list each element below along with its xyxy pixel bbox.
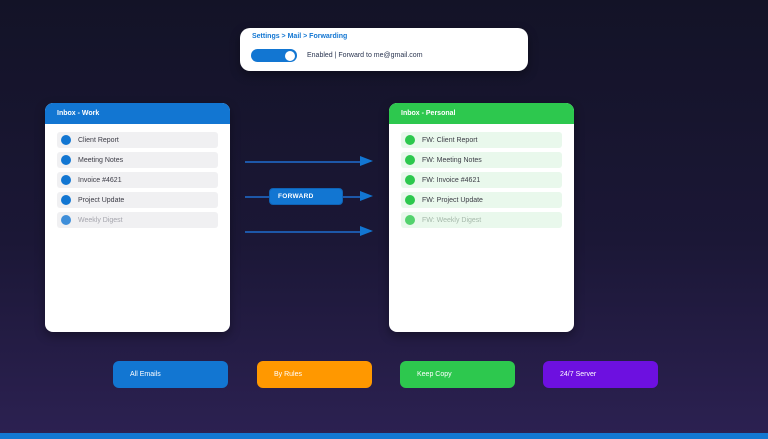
inbox-work-panel: Inbox - Work Client Report Meeting Notes… bbox=[45, 103, 230, 332]
unread-dot-icon bbox=[405, 215, 415, 225]
forward-label: FORWARD bbox=[269, 188, 343, 205]
inbox-personal-email-list: FW: Client Report FW: Meeting Notes FW: … bbox=[389, 124, 574, 228]
unread-dot-icon bbox=[61, 155, 71, 165]
arrow-line bbox=[245, 160, 361, 163]
inbox-work-title: Inbox - Work bbox=[57, 110, 100, 117]
email-row[interactable]: FW: Invoice #4621 bbox=[401, 172, 562, 188]
unread-dot-icon bbox=[61, 195, 71, 205]
unread-dot-icon bbox=[405, 175, 415, 185]
email-subject: Project Update bbox=[78, 196, 125, 204]
email-subject: Meeting Notes bbox=[78, 156, 124, 164]
forwarding-status-text: Enabled | Forward to me@gmail.com bbox=[307, 52, 423, 59]
email-row[interactable]: Project Update bbox=[57, 192, 218, 208]
email-subject: Weekly Digest bbox=[78, 216, 123, 224]
email-row[interactable]: Invoice #4621 bbox=[57, 172, 218, 188]
toggle-knob-icon bbox=[285, 50, 295, 61]
arrow-line bbox=[245, 230, 361, 233]
arrow-head-icon bbox=[360, 191, 373, 201]
email-subject: Client Report bbox=[78, 136, 119, 144]
all-emails-button[interactable]: All Emails bbox=[113, 361, 228, 388]
email-row[interactable]: Client Report bbox=[57, 132, 218, 148]
bottom-accent-bar bbox=[0, 433, 768, 439]
breadcrumb[interactable]: Settings > Mail > Forwarding bbox=[252, 33, 348, 40]
forwarding-settings-card: Settings > Mail > Forwarding Enabled | F… bbox=[240, 28, 528, 71]
forward-arrow bbox=[245, 156, 373, 167]
unread-dot-icon bbox=[405, 195, 415, 205]
inbox-personal-panel: Inbox - Personal FW: Client Report FW: M… bbox=[389, 103, 574, 332]
unread-dot-icon bbox=[61, 135, 71, 145]
unread-dot-icon bbox=[405, 135, 415, 145]
email-subject: FW: Weekly Digest bbox=[422, 216, 482, 224]
email-row[interactable]: Meeting Notes bbox=[57, 152, 218, 168]
email-subject: FW: Project Update bbox=[422, 196, 483, 204]
email-row[interactable]: FW: Meeting Notes bbox=[401, 152, 562, 168]
unread-dot-icon bbox=[61, 215, 71, 225]
email-row[interactable]: FW: Client Report bbox=[401, 132, 562, 148]
unread-dot-icon bbox=[61, 175, 71, 185]
email-subject: FW: Client Report bbox=[422, 136, 478, 144]
forwarding-toggle[interactable] bbox=[251, 49, 297, 62]
arrow-head-icon bbox=[360, 226, 373, 236]
inbox-personal-header: Inbox - Personal bbox=[389, 103, 574, 124]
unread-dot-icon bbox=[405, 155, 415, 165]
keep-copy-button[interactable]: Keep Copy bbox=[400, 361, 515, 388]
email-subject: Invoice #4621 bbox=[78, 176, 122, 184]
email-row[interactable]: FW: Project Update bbox=[401, 192, 562, 208]
email-row[interactable]: FW: Weekly Digest bbox=[401, 212, 562, 228]
inbox-personal-title: Inbox - Personal bbox=[401, 110, 456, 117]
email-subject: FW: Meeting Notes bbox=[422, 156, 482, 164]
inbox-work-header: Inbox - Work bbox=[45, 103, 230, 124]
inbox-work-email-list: Client Report Meeting Notes Invoice #462… bbox=[45, 124, 230, 228]
email-subject: FW: Invoice #4621 bbox=[422, 176, 481, 184]
arrow-head-icon bbox=[360, 156, 373, 166]
server-button[interactable]: 24/7 Server bbox=[543, 361, 658, 388]
by-rules-button[interactable]: By Rules bbox=[257, 361, 372, 388]
forward-arrow bbox=[245, 226, 373, 237]
email-row[interactable]: Weekly Digest bbox=[57, 212, 218, 228]
